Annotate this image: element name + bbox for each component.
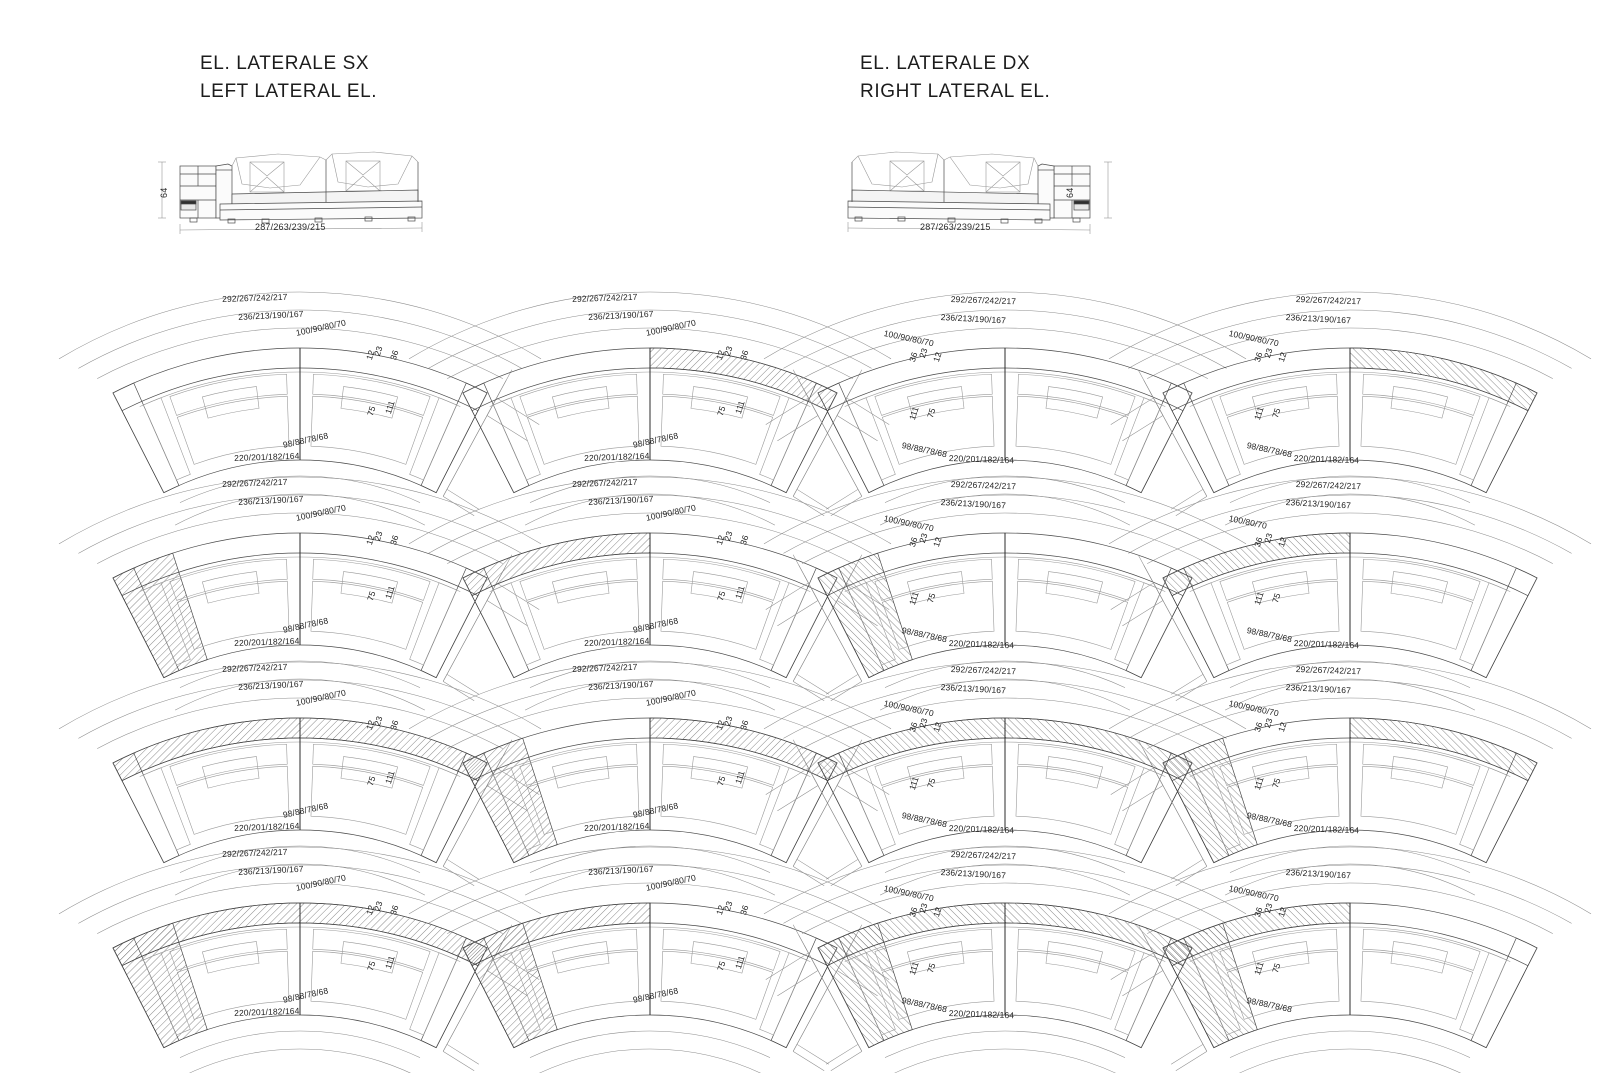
plan-drawing <box>1108 661 1592 896</box>
right-elevation-title: EL. LATERALE DX RIGHT LATERAL EL. <box>860 50 1050 105</box>
plan-drawing <box>408 291 892 526</box>
plan-drawing <box>408 846 892 1073</box>
plan-drawing <box>408 661 892 896</box>
right-elevation-width-dim: 287/263/239/215 <box>920 222 991 232</box>
plan-drawing <box>58 661 542 896</box>
plan-drawing <box>1108 846 1592 1073</box>
right-elevation-height-dim: 64 <box>1065 187 1075 198</box>
right-elevation-drawing <box>847 151 1112 234</box>
left-elevation-title-line2: LEFT LATERAL EL. <box>200 80 378 102</box>
left-elevation-width-dim: 287/263/239/215 <box>255 222 326 232</box>
plan-drawing <box>1108 476 1592 711</box>
right-elevation-title-line2: RIGHT LATERAL EL. <box>860 80 1051 102</box>
left-elevation-title-line1: EL. LATERALE SX <box>200 53 370 74</box>
plan-drawing <box>408 476 892 711</box>
plan-drawing <box>763 476 1247 711</box>
plan-drawing <box>58 476 542 711</box>
left-elevation-drawing <box>158 151 423 234</box>
right-lateral-elevation: 64 287/263/239/215 <box>820 140 1140 250</box>
left-lateral-elevation: 64 287/263/239/215 <box>150 140 470 250</box>
plan-drawing <box>58 291 542 526</box>
plan-drawing <box>763 661 1247 896</box>
plan-drawing <box>1108 291 1592 526</box>
plan-drawing <box>58 846 542 1073</box>
right-elevation-title-line1: EL. LATERALE DX <box>860 53 1031 74</box>
plan-drawing <box>763 846 1247 1073</box>
left-elevation-title: EL. LATERALE SX LEFT LATERAL EL. <box>200 50 377 105</box>
left-elevation-height-dim: 64 <box>159 187 169 198</box>
